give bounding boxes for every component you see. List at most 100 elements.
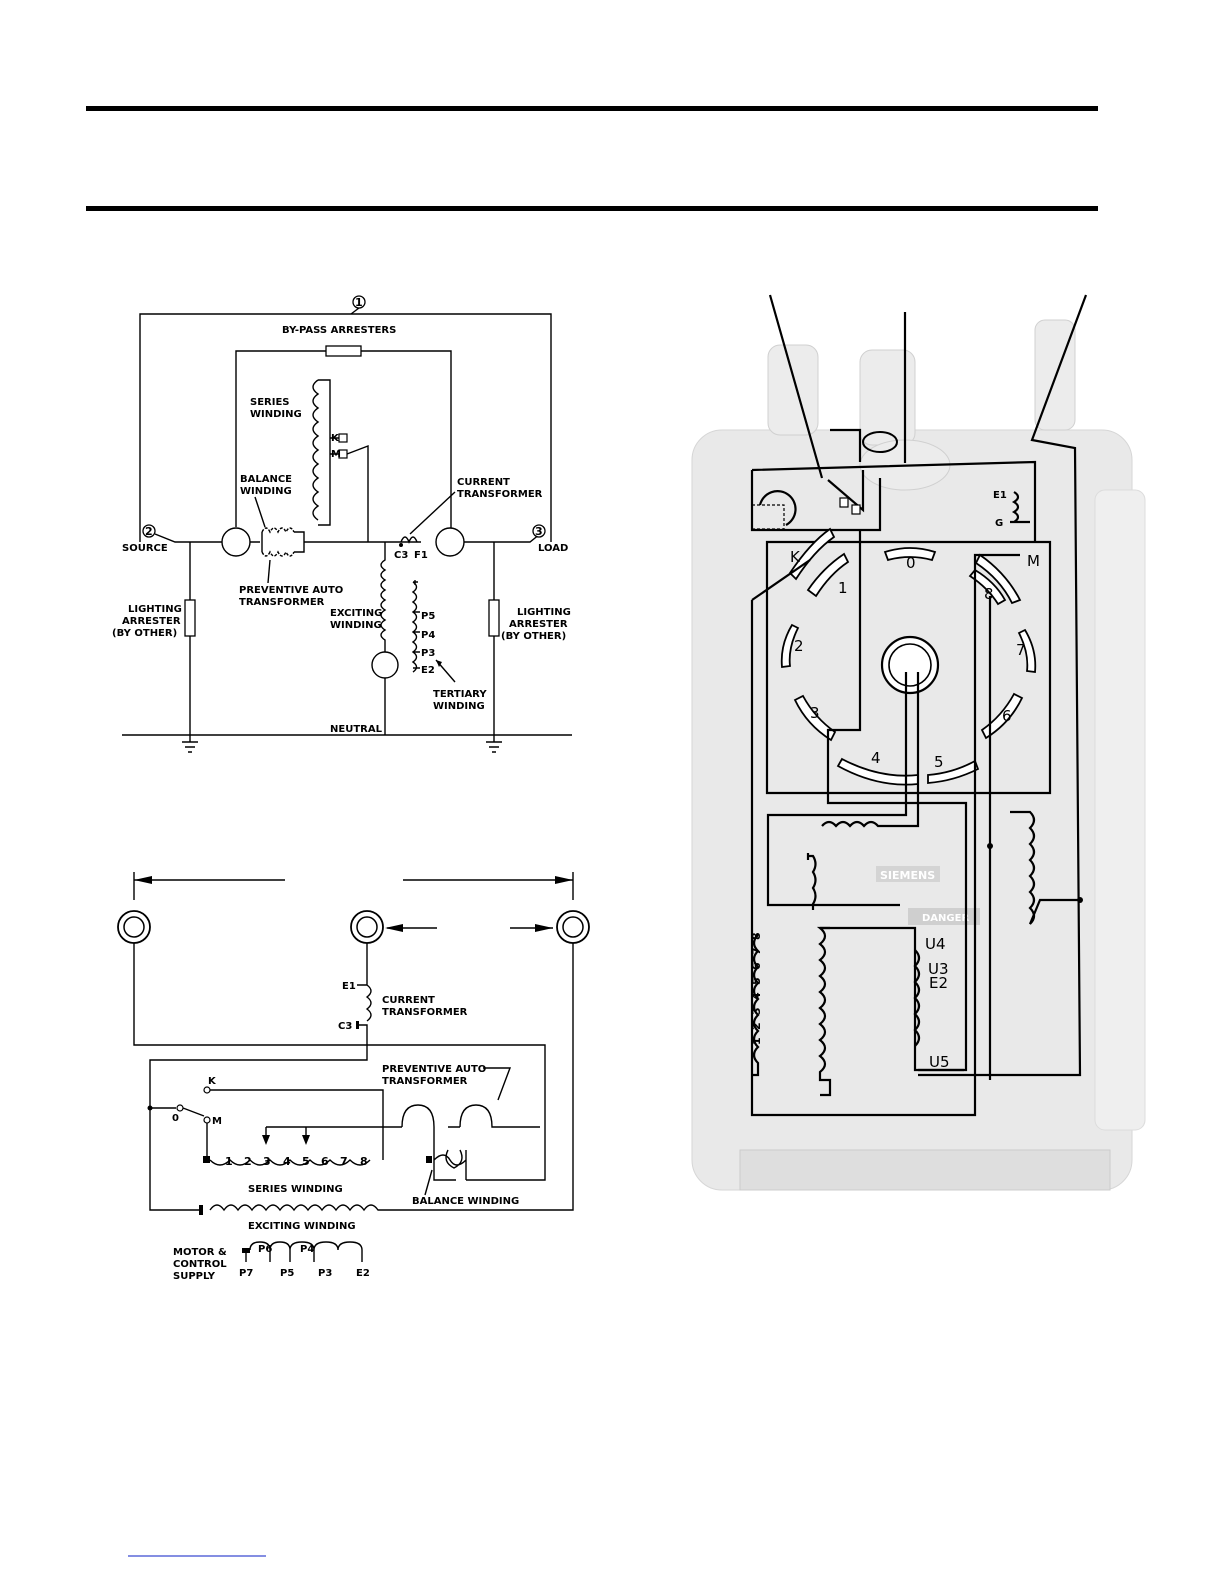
balance-label-2: WINDING — [240, 486, 292, 497]
tertiary-label-1: TERTIARY — [433, 689, 487, 700]
switch-k-label: K — [208, 1076, 217, 1087]
la-left-1: LIGHTING — [128, 604, 182, 615]
pat2-label-2: TRANSFORMER — [382, 1076, 468, 1087]
tap-k-label: K — [331, 433, 340, 444]
contact-8: 8 — [984, 585, 994, 603]
series-winding-label: SERIES WINDING — [248, 1184, 343, 1195]
motor-label-1: MOTOR & — [173, 1247, 227, 1258]
photo-m: M — [1027, 552, 1040, 570]
series-label-2: WINDING — [250, 409, 302, 420]
second-rule — [86, 206, 1098, 211]
ct2-label-1: CURRENT — [382, 995, 435, 1006]
series-label-1: SERIES — [250, 397, 290, 408]
photo-e2: E2 — [929, 974, 948, 992]
load-label: LOAD — [538, 543, 568, 554]
tap-8: 8 — [360, 1155, 368, 1168]
strip-4: 4 — [750, 992, 763, 1000]
node-3-label: 3 — [535, 525, 543, 538]
strip-3: 3 — [750, 1007, 763, 1015]
top-rule — [86, 106, 1098, 111]
tap-5: 5 — [302, 1155, 310, 1168]
photo-u5: U5 — [929, 1053, 950, 1071]
photo-g: G — [995, 518, 1003, 529]
la-right-3: (BY OTHER) — [501, 631, 566, 642]
source-label: SOURCE — [122, 543, 168, 554]
lightning-arrester-left — [184, 599, 196, 637]
la-left-3: (BY OTHER) — [112, 628, 177, 639]
supply-p4: P4 — [300, 1244, 314, 1255]
balance-label-1: BALANCE — [240, 474, 292, 485]
la-right-2: ARRESTER — [509, 619, 568, 630]
contact-5: 5 — [934, 753, 944, 771]
strip-5: 5 — [750, 977, 763, 985]
regulator-schematic: 1 BY-PASS ARRESTERS SERIES WINDING K M 2… — [112, 295, 572, 753]
ct-e1-label: E1 — [342, 981, 356, 992]
contact-4: 4 — [871, 749, 881, 767]
brand-plate — [876, 866, 940, 882]
supply-p3: P3 — [318, 1268, 332, 1279]
tert-p4: P4 — [421, 630, 435, 641]
tert-e2: E2 — [421, 665, 435, 676]
node-1-label: 1 — [355, 296, 363, 309]
danger-plate — [908, 908, 980, 925]
contact-1: 1 — [838, 579, 848, 597]
bypass-label: BY-PASS ARRESTERS — [282, 325, 396, 336]
tap-3: 3 — [263, 1155, 271, 1168]
exciting-winding-label: EXCITING WINDING — [248, 1221, 356, 1232]
photo-u3: U3 — [928, 960, 949, 978]
contact-7: 7 — [1016, 641, 1026, 659]
bypass-arrester — [325, 345, 362, 357]
radiator-fins — [1094, 489, 1146, 1131]
supply-e2: E2 — [356, 1268, 370, 1279]
balance-winding-right — [435, 527, 465, 557]
exciting-winding-circle — [371, 651, 399, 679]
ct-f1-label: F1 — [414, 550, 428, 561]
photo-u4: U4 — [925, 935, 946, 953]
strip-7: 7 — [750, 947, 763, 955]
tap-2: 2 — [244, 1155, 252, 1168]
strip-8: 8 — [750, 932, 763, 940]
neutral-label: NEUTRAL — [330, 724, 383, 735]
tap-7: 7 — [340, 1155, 348, 1168]
la-right-1: LIGHTING — [517, 607, 571, 618]
tap-6: 6 — [321, 1155, 329, 1168]
strip-2: 2 — [750, 1022, 763, 1030]
pat2-label-1: PREVENTIVE AUTO — [382, 1064, 486, 1075]
strip-6: 6 — [750, 962, 763, 970]
contact-6: 6 — [1002, 707, 1012, 725]
balance-winding-left — [221, 527, 251, 557]
center-shaft — [880, 635, 940, 695]
switch-m-label: M — [212, 1116, 222, 1127]
contact-0: 0 — [906, 554, 916, 572]
supply-p7: P7 — [239, 1268, 253, 1279]
tert-p3: P3 — [421, 648, 435, 659]
ct-label-2: TRANSFORMER — [457, 489, 543, 500]
strip-1: 1 — [750, 1037, 763, 1045]
exciting-label-2: WINDING — [330, 620, 382, 631]
connection-diagram: E1 C3 CURRENT TRANSFORMER K 0 M 1 2 3 4 … — [117, 872, 590, 1282]
supply-p5: P5 — [280, 1268, 294, 1279]
ct2-label-2: TRANSFORMER — [382, 1007, 468, 1018]
ct-label-1: CURRENT — [457, 477, 510, 488]
photo-e1: E1 — [993, 490, 1007, 501]
danger-label: DANGER — [922, 913, 969, 924]
brand-label: SIEMENS — [880, 869, 935, 882]
tert-p5: P5 — [421, 611, 435, 622]
motor-label-3: SUPPLY — [173, 1271, 216, 1282]
switch-0-label: 0 — [172, 1113, 179, 1124]
tap-m-label: M — [331, 449, 341, 460]
tertiary-label-2: WINDING — [433, 701, 485, 712]
regulator-photo-overlay: SIEMENS DANGER E1 G — [691, 294, 1146, 1191]
balance-winding-label: BALANCE WINDING — [412, 1196, 519, 1207]
lightning-arrester-right — [488, 599, 500, 637]
exciting-label-1: EXCITING — [330, 608, 382, 619]
tap-4: 4 — [283, 1155, 291, 1168]
node-2-label: 2 — [145, 525, 153, 538]
tap-1: 1 — [225, 1155, 233, 1168]
contact-2: 2 — [794, 637, 804, 655]
motor-label-2: CONTROL — [173, 1259, 227, 1270]
contact-3: 3 — [810, 704, 820, 722]
photo-k: K — [790, 548, 801, 566]
